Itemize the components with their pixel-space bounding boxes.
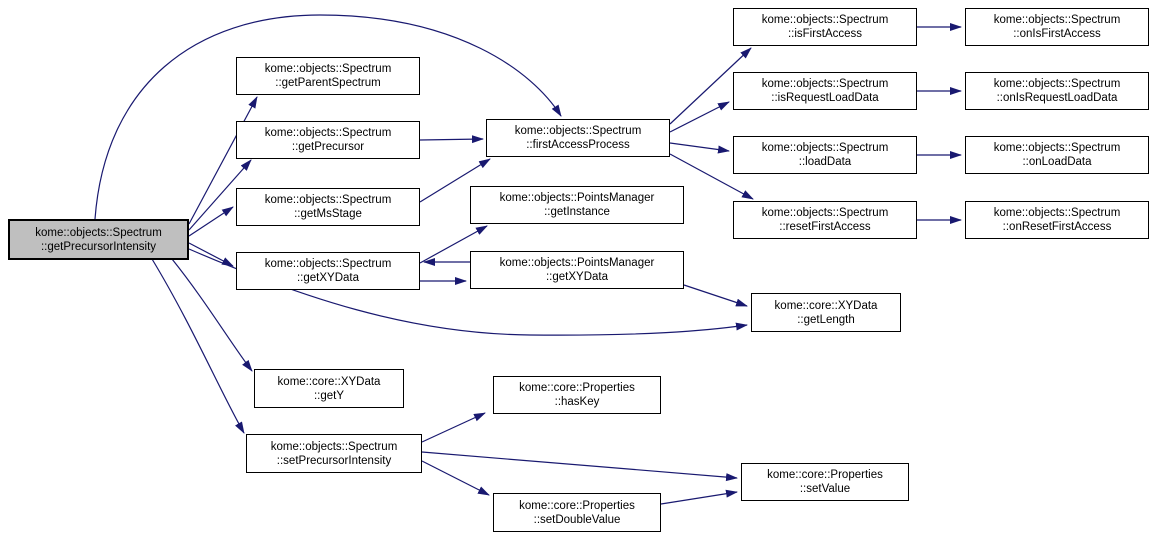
node-label-line: kome::core::XYData: [774, 299, 878, 312]
node-setValue[interactable]: kome::core::Properties::setValue: [741, 463, 909, 501]
node-label-line: kome::objects::Spectrum: [993, 142, 1121, 154]
node-resetFirstAccess[interactable]: kome::objects::Spectrum::resetFirstAcces…: [733, 201, 917, 239]
node-pmGetXYData[interactable]: kome::objects::PointsManager::getXYData: [470, 251, 684, 289]
edge-setPrecursorIntensity-to-setValue: [421, 451, 738, 482]
edge-setDoubleValue-to-setValue: [660, 489, 738, 505]
edge-getPrecursorIntensity-to-getMsStage: [188, 206, 234, 237]
node-label-line: ::setValue: [799, 483, 851, 495]
node-label-line: ::isRequestLoadData: [771, 92, 879, 104]
node-label-line: ::setDoubleValue: [533, 513, 621, 526]
node-coreGetY[interactable]: kome::core::XYData::getY: [254, 369, 404, 408]
node-label-line: ::getLength: [797, 313, 855, 326]
node-label-line: ::getMsStage: [294, 208, 362, 220]
node-label-line: ::resetFirstAccess: [779, 221, 871, 233]
node-label-line: kome::objects::Spectrum: [993, 14, 1121, 26]
node-label-line: ::setPrecursorIntensity: [276, 454, 392, 467]
node-label-line: kome::objects::Spectrum: [35, 226, 162, 239]
node-label-line: ::onIsFirstAccess: [1013, 28, 1101, 40]
node-label-line: ::getPrecursor: [291, 141, 365, 153]
node-label-line: kome::objects::Spectrum: [761, 14, 889, 26]
node-label-line: ::onResetFirstAccess: [1002, 221, 1112, 233]
node-label-line: ::getInstance: [544, 206, 610, 218]
node-isFirstAccess[interactable]: kome::objects::Spectrum::isFirstAccess: [733, 8, 917, 46]
node-label-line: ::getXYData: [296, 272, 359, 284]
node-label-line: kome::objects::Spectrum: [264, 127, 392, 139]
node-coreGetLength[interactable]: kome::core::XYData::getLength: [751, 293, 901, 332]
edge-firstAccessProcess-to-isRequestLoadData: [669, 101, 730, 133]
node-onResetFirstAccess[interactable]: kome::objects::Spectrum::onResetFirstAcc…: [965, 201, 1149, 239]
node-isRequestLoadData[interactable]: kome::objects::Spectrum::isRequestLoadDa…: [733, 72, 917, 110]
node-label-line: ::loadData: [798, 156, 852, 168]
edge-setPrecursorIntensity-to-setDoubleValue: [421, 460, 490, 496]
node-label-line: kome::objects::Spectrum: [761, 207, 889, 219]
node-label-line: kome::objects::Spectrum: [264, 194, 392, 206]
node-label-line: ::getParentSpectrum: [275, 77, 381, 89]
node-label-line: kome::objects::PointsManager: [499, 257, 655, 269]
node-label-line: kome::objects::Spectrum: [514, 125, 642, 137]
node-loadData[interactable]: kome::objects::Spectrum::loadData: [733, 136, 917, 174]
node-getParentSpectrum[interactable]: kome::objects::Spectrum::getParentSpectr…: [236, 57, 420, 95]
node-label-line: kome::objects::Spectrum: [761, 142, 889, 154]
node-label-line: kome::objects::Spectrum: [993, 78, 1121, 90]
edge-pmGetXYData-to-coreGetLength: [683, 284, 748, 307]
node-label-line: kome::objects::Spectrum: [993, 207, 1121, 219]
node-label-line: ::firstAccessProcess: [526, 139, 630, 151]
node-onLoadData[interactable]: kome::objects::Spectrum::onLoadData: [965, 136, 1149, 174]
node-label-line: ::getPrecursorIntensity: [40, 240, 157, 253]
node-onIsRequestLoadData[interactable]: kome::objects::Spectrum::onIsRequestLoad…: [965, 72, 1149, 110]
node-pmGetInstance[interactable]: kome::objects::PointsManager::getInstanc…: [470, 186, 684, 224]
edge-getPrecursorIntensity-to-spectrumGetXYData: [188, 242, 234, 267]
node-getPrecursor[interactable]: kome::objects::Spectrum::getPrecursor: [236, 121, 420, 159]
node-getMsStage[interactable]: kome::objects::Spectrum::getMsStage: [236, 188, 420, 226]
node-label-line: kome::core::Properties: [519, 499, 635, 512]
node-label-line: kome::objects::Spectrum: [270, 440, 398, 453]
node-label-line: ::getXYData: [545, 271, 608, 283]
node-label-line: kome::core::Properties: [519, 382, 635, 394]
node-onIsFirstAccess[interactable]: kome::objects::Spectrum::onIsFirstAccess: [965, 8, 1149, 46]
node-label-line: ::hasKey: [554, 396, 600, 408]
node-setDoubleValue[interactable]: kome::core::Properties::setDoubleValue: [493, 493, 661, 532]
edge-getPrecursorIntensity-to-setPrecursorIntensity: [151, 258, 245, 434]
node-label-line: kome::objects::Spectrum: [264, 258, 392, 270]
node-getPrecursorIntensity: kome::objects::Spectrum::getPrecursorInt…: [8, 219, 189, 260]
node-hasKey[interactable]: kome::core::Properties::hasKey: [493, 376, 661, 414]
edge-firstAccessProcess-to-loadData: [669, 142, 730, 154]
node-setPrecursorIntensity[interactable]: kome::objects::Spectrum::setPrecursorInt…: [246, 434, 422, 473]
edge-setPrecursorIntensity-to-hasKey: [421, 412, 486, 443]
node-label-line: kome::core::XYData: [277, 375, 381, 388]
node-label-line: kome::core::Properties: [767, 469, 883, 481]
node-label-line: ::getY: [313, 389, 345, 402]
node-label-line: kome::objects::Spectrum: [264, 63, 392, 75]
node-label-line: kome::objects::Spectrum: [761, 78, 889, 90]
node-label-line: ::onLoadData: [1022, 156, 1092, 168]
node-spectrumGetXYData[interactable]: kome::objects::Spectrum::getXYData: [236, 252, 420, 290]
edge-getPrecursor-to-firstAccessProcess: [419, 135, 484, 144]
node-label-line: ::onIsRequestLoadData: [996, 92, 1118, 104]
node-label-line: ::isFirstAccess: [787, 28, 863, 40]
node-firstAccessProcess[interactable]: kome::objects::Spectrum::firstAccessProc…: [486, 119, 670, 157]
node-label-line: kome::objects::PointsManager: [499, 192, 655, 204]
